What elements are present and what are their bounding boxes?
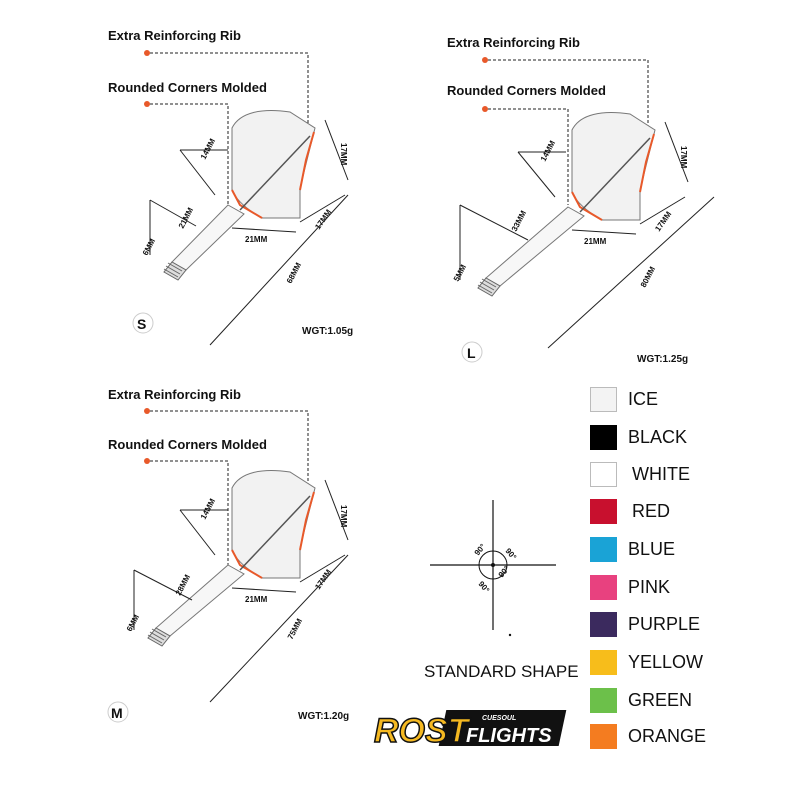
callout-corners-dot: [144, 101, 150, 107]
flight-spine: [239, 135, 311, 211]
weight-label-s: WGT:1.05g: [302, 326, 353, 337]
dim-flight-tail: 17MM: [653, 210, 673, 234]
callout-rib-label: Extra Reinforcing Rib: [108, 387, 241, 402]
color-swatch-red: [590, 499, 617, 524]
dim-total: 80MM: [639, 265, 658, 289]
flight-shape: [231, 470, 316, 579]
callout-rib-dot: [144, 50, 150, 56]
dim-total: 68MM: [285, 261, 304, 285]
flight-spine: [239, 495, 311, 571]
dim-tip: 5MM: [452, 263, 468, 283]
rounded-corner-edge: [231, 189, 263, 219]
size-letter-m: M: [111, 705, 123, 721]
color-label-orange: ORANGE: [628, 726, 707, 746]
color-swatch-orange: [590, 724, 617, 749]
callout-corners-label: Rounded Corners Molded: [108, 437, 267, 452]
reinforcing-rib: [639, 133, 655, 193]
dim-flight-upper: 14MM: [199, 497, 218, 521]
weight-label-l: WGT:1.25g: [637, 354, 688, 365]
callout-corners-label: Rounded Corners Molded: [447, 83, 606, 98]
dim-flight-tail: 17MM: [313, 208, 333, 232]
color-swatch-ice: [590, 387, 617, 412]
color-label-white: WHITE: [632, 464, 690, 484]
color-label-blue: BLUE: [628, 539, 676, 559]
dim-flight-width: 21MM: [245, 595, 268, 604]
angle-bottom-left: 90°: [476, 580, 491, 595]
rounded-corner-edge: [231, 549, 263, 579]
callout-rib-leader: [488, 59, 649, 130]
diagram-medium: Extra Reinforcing Rib Rounded Corners Mo…: [107, 387, 349, 723]
rost-flights-logo: ROST CUESOUL FLIGHTS: [373, 710, 567, 751]
diagram-small: Extra Reinforcing Rib Rounded Corners Mo…: [108, 28, 353, 346]
rounded-corner-edge: [571, 191, 603, 221]
logo-brand: ROST: [374, 712, 472, 750]
callout-corners-label: Rounded Corners Molded: [108, 80, 267, 95]
callout-corners-leader: [150, 103, 229, 205]
weight-label-m: WGT:1.20g: [298, 711, 349, 722]
dim-total: 75MM: [286, 617, 305, 641]
callout-rib-dot: [482, 57, 488, 63]
reinforcing-rib: [299, 491, 315, 551]
color-label-ice: ICE: [628, 389, 659, 409]
dim-flight-width: 21MM: [584, 237, 607, 246]
dim-flight-upper: 14MM: [539, 139, 558, 163]
callout-rib-dot: [144, 408, 150, 414]
angle-bottom-right: 90°: [497, 564, 512, 579]
flight-shape: [571, 112, 656, 221]
shaft: [485, 206, 585, 287]
callout-corners-dot: [482, 106, 488, 112]
shaft: [155, 564, 245, 637]
standard-shape-caption: STANDARD SHAPE: [424, 662, 579, 681]
logo-product: FLIGHTS: [466, 725, 552, 747]
dim-flight-height: 17MM: [679, 146, 688, 169]
callout-corners-leader: [150, 460, 229, 565]
color-label-yellow: YELLOW: [628, 652, 704, 672]
callout-corners-leader: [488, 108, 569, 205]
flight-shape: [231, 110, 316, 219]
flight-spine: [579, 137, 651, 213]
angle-circle: [478, 550, 508, 580]
angle-top-left: 90°: [473, 542, 488, 557]
color-label-green: GREEN: [628, 690, 693, 710]
color-label-red: RED: [632, 501, 671, 521]
dim-flight-upper: 14MM: [199, 137, 218, 161]
dim-flight-tail: 17MM: [313, 568, 333, 592]
callout-rib-leader: [150, 52, 309, 130]
callout-rib-label: Extra Reinforcing Rib: [108, 28, 241, 43]
reinforcing-rib: [299, 131, 315, 191]
color-swatch-blue: [590, 537, 617, 562]
dim-shaft: 33MM: [510, 209, 529, 233]
size-letter-s: S: [137, 316, 146, 332]
color-label-pink: PINK: [628, 577, 671, 597]
color-label-black: BLACK: [628, 427, 688, 447]
size-letter-l: L: [467, 345, 476, 361]
color-swatch-black: [590, 425, 617, 450]
callout-rib-leader: [150, 410, 309, 490]
callout-corners-dot: [144, 458, 150, 464]
dim-tip: 6MM: [125, 613, 141, 633]
diagram-large: Extra Reinforcing Rib Rounded Corners Mo…: [447, 35, 715, 365]
logo-black-band: [438, 710, 567, 746]
color-swatch-purple: [590, 612, 617, 637]
dim-flight-height: 17MM: [339, 143, 348, 166]
angle-diagram: 90° 90° 90° 90° STANDARD SHAPE: [424, 500, 579, 681]
color-swatch-yellow: [590, 650, 617, 675]
angle-center: [491, 563, 495, 567]
callout-rib-label: Extra Reinforcing Rib: [447, 35, 580, 50]
color-swatch-green: [590, 688, 617, 713]
dim-shaft: 21MM: [177, 206, 196, 230]
logo-sub-brand: CUESOUL: [482, 715, 516, 722]
color-label-purple: PURPLE: [628, 614, 701, 634]
color-swatch-pink: [590, 575, 617, 600]
dim-flight-height: 17MM: [339, 505, 348, 528]
dim-shaft: 28MM: [174, 573, 193, 597]
color-swatch-white: [590, 462, 617, 487]
dim-flight-width: 21MM: [245, 235, 268, 244]
dim-tip: 6MM: [141, 237, 157, 257]
